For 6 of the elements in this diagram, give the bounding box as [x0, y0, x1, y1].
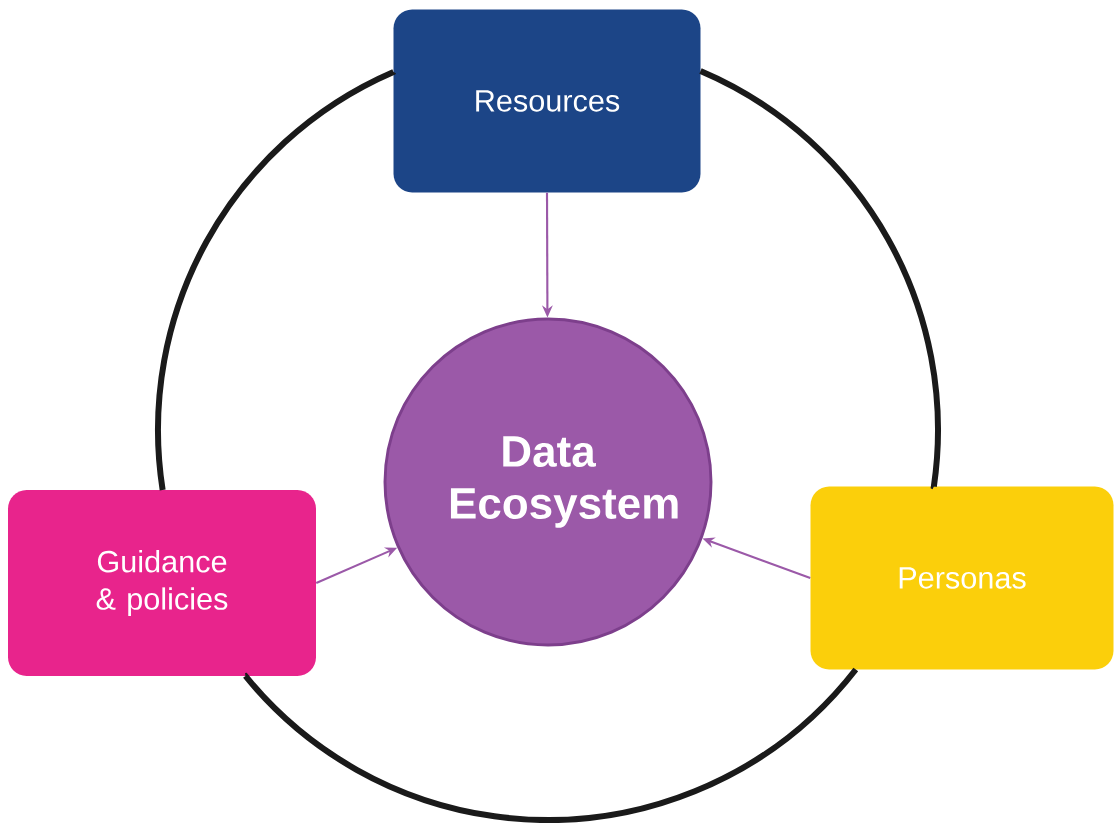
category-box: Personas: [810, 486, 1114, 670]
category-box: Resources: [393, 9, 701, 193]
ring-arc: [699, 68, 941, 490]
ring-arc: [155, 68, 397, 491]
ring-arc: [242, 667, 859, 823]
category-box: Guidance & policies: [8, 490, 316, 676]
